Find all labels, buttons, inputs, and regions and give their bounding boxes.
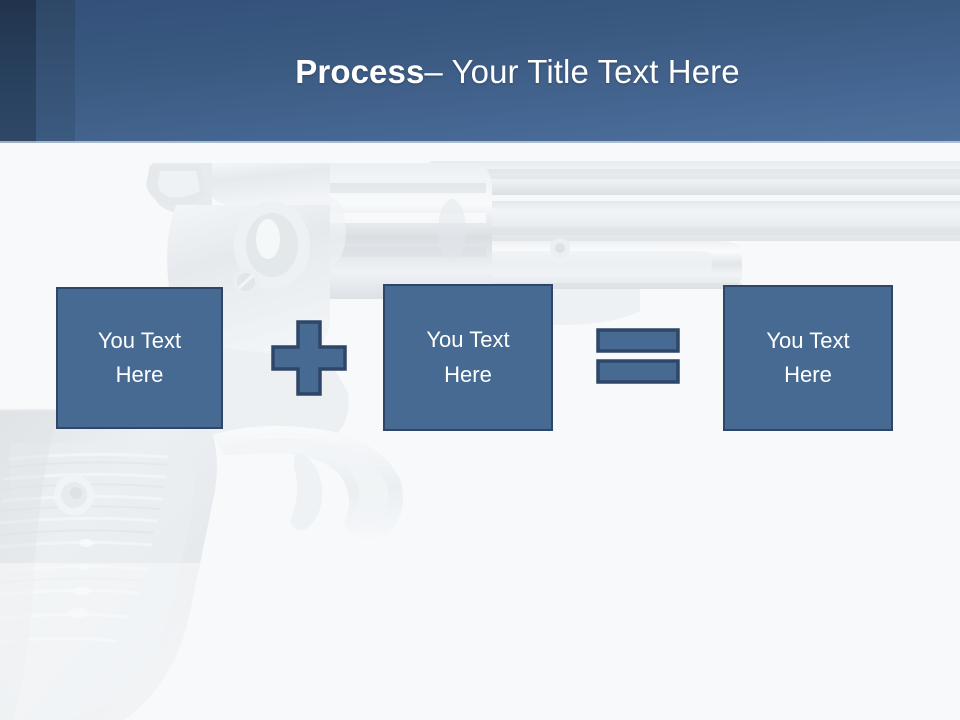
plus-icon (271, 320, 347, 396)
text-box-1-line1: You Text (97, 327, 182, 353)
header-accent-bar-mid (36, 0, 75, 143)
text-box-2[interactable]: You Text Here (383, 284, 553, 431)
header-accent-bar-dark (0, 0, 36, 143)
text-box-3-content: You Text Here (766, 324, 849, 392)
text-box-3[interactable]: You Text Here (723, 285, 893, 431)
text-box-2-line2: Here (444, 361, 492, 387)
text-box-2-line1: You Text (426, 327, 510, 353)
header-divider (0, 141, 960, 143)
background-photo-revolver (0, 143, 960, 720)
text-box-2-content: You Text Here (426, 323, 509, 391)
slide-header: Process – Your Title Text Here (0, 0, 960, 143)
page-title: Process – Your Title Text Here (75, 0, 960, 143)
page-title-rest: – Your Title Text Here (424, 52, 740, 90)
text-box-1[interactable]: You Text Here (56, 287, 223, 429)
text-box-1-content: You Text Here (98, 324, 181, 392)
equals-icon (596, 328, 680, 386)
text-box-3-line2: Here (784, 362, 832, 387)
page-title-bold: Process (295, 52, 425, 90)
text-box-1-line2: Here (115, 362, 164, 387)
text-box-3-line1: You Text (766, 327, 850, 353)
